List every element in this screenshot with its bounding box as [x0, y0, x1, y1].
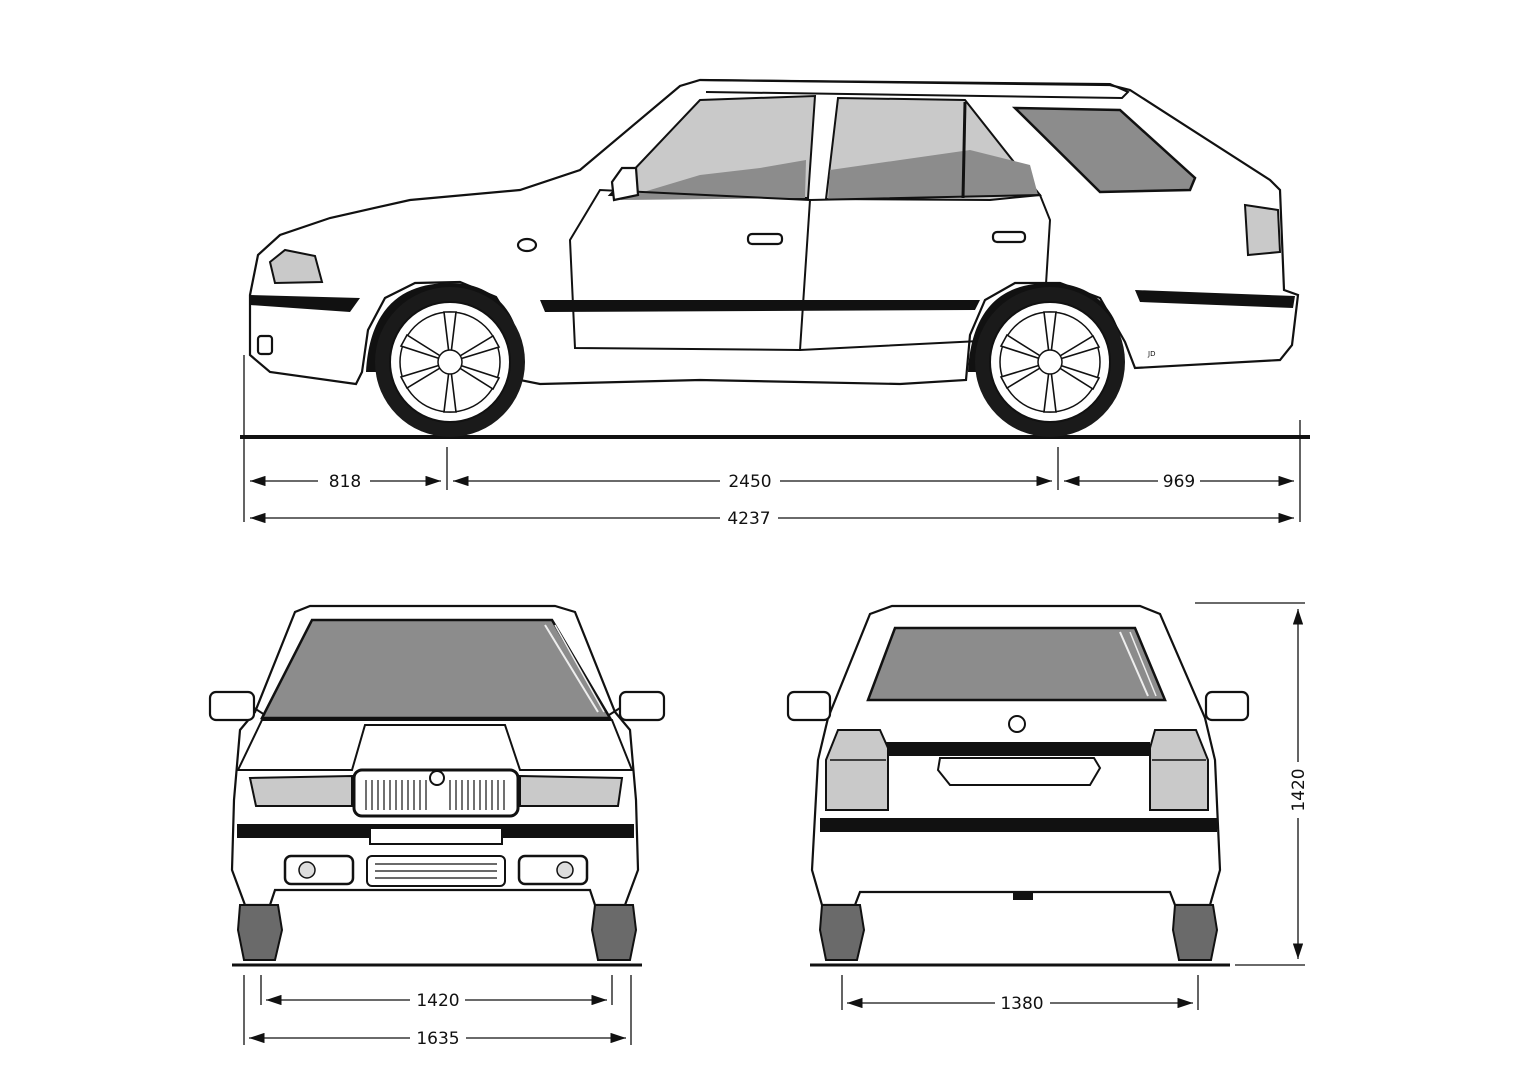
rear-tyre-left [818, 904, 866, 961]
front-headlight-left [248, 774, 353, 807]
rear-plate-recess [936, 757, 1102, 786]
side-foglight [256, 334, 274, 356]
rear-tyre-right [1171, 904, 1219, 961]
front-foglight-right [517, 854, 589, 886]
rear-tail-light-right [1149, 729, 1209, 811]
side-front-wheel [375, 287, 525, 437]
side-artist-initials: JD [1147, 350, 1155, 358]
front-mirror-right [618, 690, 666, 722]
front-foglight-left [283, 854, 355, 886]
front-tyre-right [590, 904, 638, 961]
side-rear-door-handle [991, 230, 1027, 244]
dim-rear-overhang: 969 [1163, 472, 1195, 492]
front-tyre-left [236, 904, 284, 961]
front-plate-area [369, 827, 503, 845]
front-view: 1420 1635 [208, 604, 666, 1049]
dim-rear-track: 1380 [1000, 994, 1043, 1014]
front-hood [236, 719, 634, 771]
side-tail-light [1243, 203, 1282, 257]
rear-mirror-left [786, 690, 832, 722]
side-rear-door [799, 193, 1052, 351]
front-windscreen-reflection-1 [544, 624, 599, 713]
rear-mirror-right [1204, 690, 1250, 722]
rear-window-reflection-2 [1129, 631, 1157, 697]
front-headlight-right [519, 774, 624, 807]
rear-bumper-stripe [820, 818, 1217, 832]
front-grille [352, 768, 520, 818]
rear-view: 1380 1420 [786, 602, 1309, 1014]
dim-front-track: 1420 [416, 991, 459, 1011]
side-rear-window-shade [828, 150, 1038, 200]
dim-front-overhang: 818 [329, 472, 361, 492]
front-windscreen [259, 618, 613, 720]
dim-length: 4237 [727, 509, 770, 529]
rear-tail-light-left [825, 729, 889, 811]
side-rear-wheel [975, 287, 1125, 437]
side-front-bumper-stripe [250, 295, 360, 312]
rear-exhaust [1013, 892, 1033, 900]
side-rear-stripe [1135, 290, 1295, 308]
side-rear-window-pillar [961, 101, 967, 199]
side-view: JD 818 2450 969 4237 [240, 78, 1310, 529]
rear-badge-icon [1008, 715, 1026, 733]
rear-tailgate-stripe [886, 742, 1150, 756]
front-mirror-left [208, 690, 256, 722]
front-grille-bars [365, 780, 505, 810]
rear-window [866, 626, 1167, 702]
side-fuel-cap [516, 237, 538, 253]
side-mirror [610, 166, 640, 202]
dim-width: 1635 [416, 1029, 459, 1049]
front-badge-icon [429, 770, 445, 786]
side-roof-rail [699, 79, 1130, 100]
side-quarter-window [1011, 106, 1197, 194]
dim-wheelbase: 2450 [728, 472, 771, 492]
side-front-door [568, 188, 812, 352]
dim-height: 1420 [1289, 768, 1309, 811]
side-front-window-shade [620, 160, 806, 200]
rear-window-reflection-1 [1119, 631, 1149, 697]
side-body-stripe [540, 300, 980, 312]
side-front-door-handle [746, 232, 784, 246]
side-headlight [268, 248, 324, 285]
front-windscreen-reflection-2 [554, 624, 605, 713]
